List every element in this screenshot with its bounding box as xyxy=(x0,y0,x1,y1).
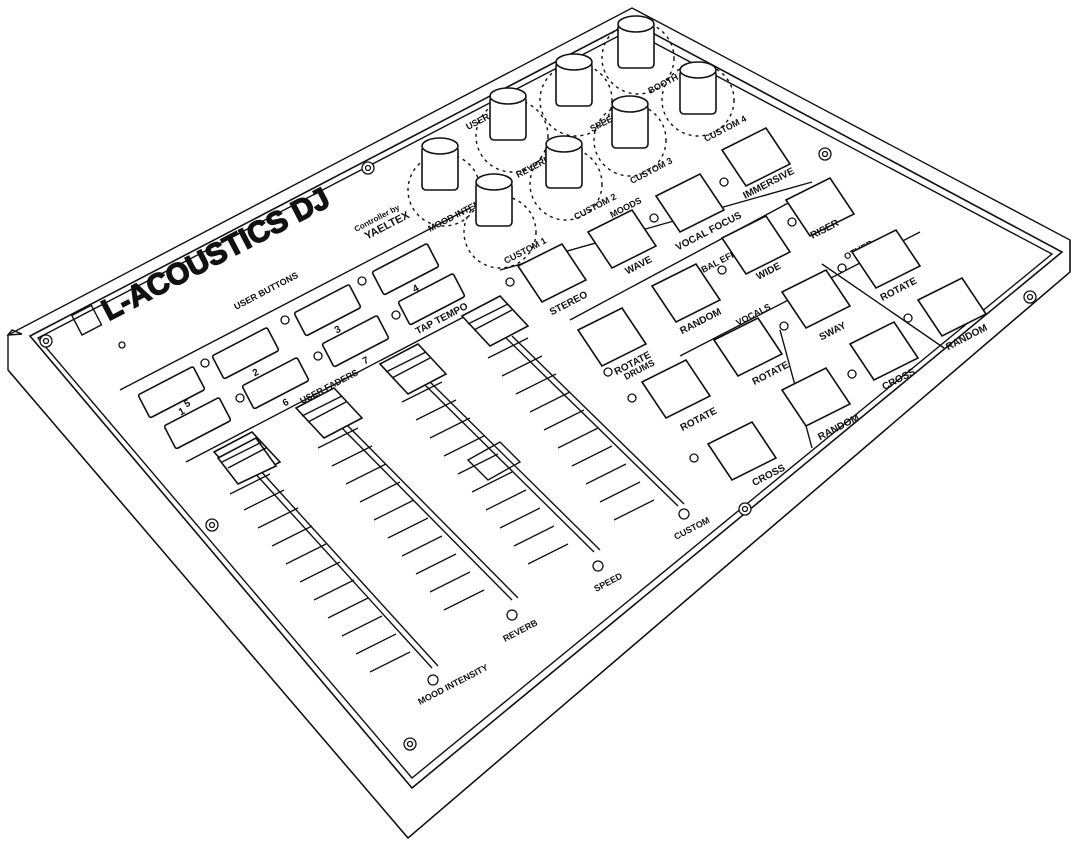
screw xyxy=(818,147,832,161)
user-button-led xyxy=(313,351,323,361)
screw xyxy=(39,334,53,348)
knob-custom-4[interactable] xyxy=(661,61,735,137)
screw xyxy=(1023,290,1037,304)
user-button-led xyxy=(280,315,290,325)
svg-text:1: 1 xyxy=(177,406,187,419)
knob-speed[interactable] xyxy=(539,53,613,137)
svg-text:5: 5 xyxy=(183,398,193,411)
user-button-6[interactable]: 6 xyxy=(241,357,316,422)
user-button-5[interactable]: 5 xyxy=(158,385,232,450)
other-led xyxy=(837,263,847,273)
screw xyxy=(738,502,752,516)
user-button-led xyxy=(235,393,245,403)
fader-mood-intensity[interactable] xyxy=(212,431,439,669)
mood-led xyxy=(719,177,729,187)
mood-led xyxy=(649,213,659,223)
fader-reverb[interactable] xyxy=(294,387,519,601)
knob-custom-1[interactable] xyxy=(463,173,537,269)
user-button-1[interactable]: 1 xyxy=(137,366,212,431)
svg-text:4: 4 xyxy=(411,283,421,296)
drums-led xyxy=(627,393,637,403)
screw xyxy=(361,161,375,175)
other-led xyxy=(903,313,913,323)
fader-led xyxy=(592,560,604,572)
power-led xyxy=(118,341,126,349)
knob-reverb[interactable] xyxy=(475,87,549,173)
user-button-7[interactable]: 7 xyxy=(321,315,396,380)
fader-led xyxy=(427,674,439,686)
drums-led xyxy=(603,367,613,377)
vocals-led xyxy=(779,321,789,331)
svg-text:2: 2 xyxy=(251,367,261,380)
svg-text:3: 3 xyxy=(333,324,343,337)
fader-led xyxy=(506,609,518,621)
knob-custom-2[interactable] xyxy=(529,135,603,221)
effect-led xyxy=(787,217,797,227)
svg-text:6: 6 xyxy=(281,397,291,410)
user-button-2[interactable]: 2 xyxy=(211,327,286,392)
effect-led xyxy=(505,277,515,287)
user-button-led xyxy=(357,276,367,286)
user-button-led xyxy=(200,358,210,368)
fader-custom[interactable] xyxy=(460,295,685,507)
user-button-3[interactable]: 3 xyxy=(293,284,368,349)
screw xyxy=(403,737,417,751)
screw xyxy=(205,518,219,532)
cross-led xyxy=(689,453,699,463)
svg-text:7: 7 xyxy=(361,355,371,368)
effect-led xyxy=(717,265,727,275)
knob-custom-3[interactable] xyxy=(593,95,667,177)
fader-speed[interactable] xyxy=(378,343,601,553)
fader-scale xyxy=(229,337,655,673)
user-button-4[interactable]: 4 xyxy=(371,243,446,308)
effect-button-riser[interactable]: RISER xyxy=(784,176,856,242)
fader-led xyxy=(678,508,690,520)
vocals-led xyxy=(847,369,857,379)
knob-booth[interactable] xyxy=(601,15,675,95)
user-button-led xyxy=(391,310,401,320)
controller-enclosure xyxy=(6,7,1071,839)
